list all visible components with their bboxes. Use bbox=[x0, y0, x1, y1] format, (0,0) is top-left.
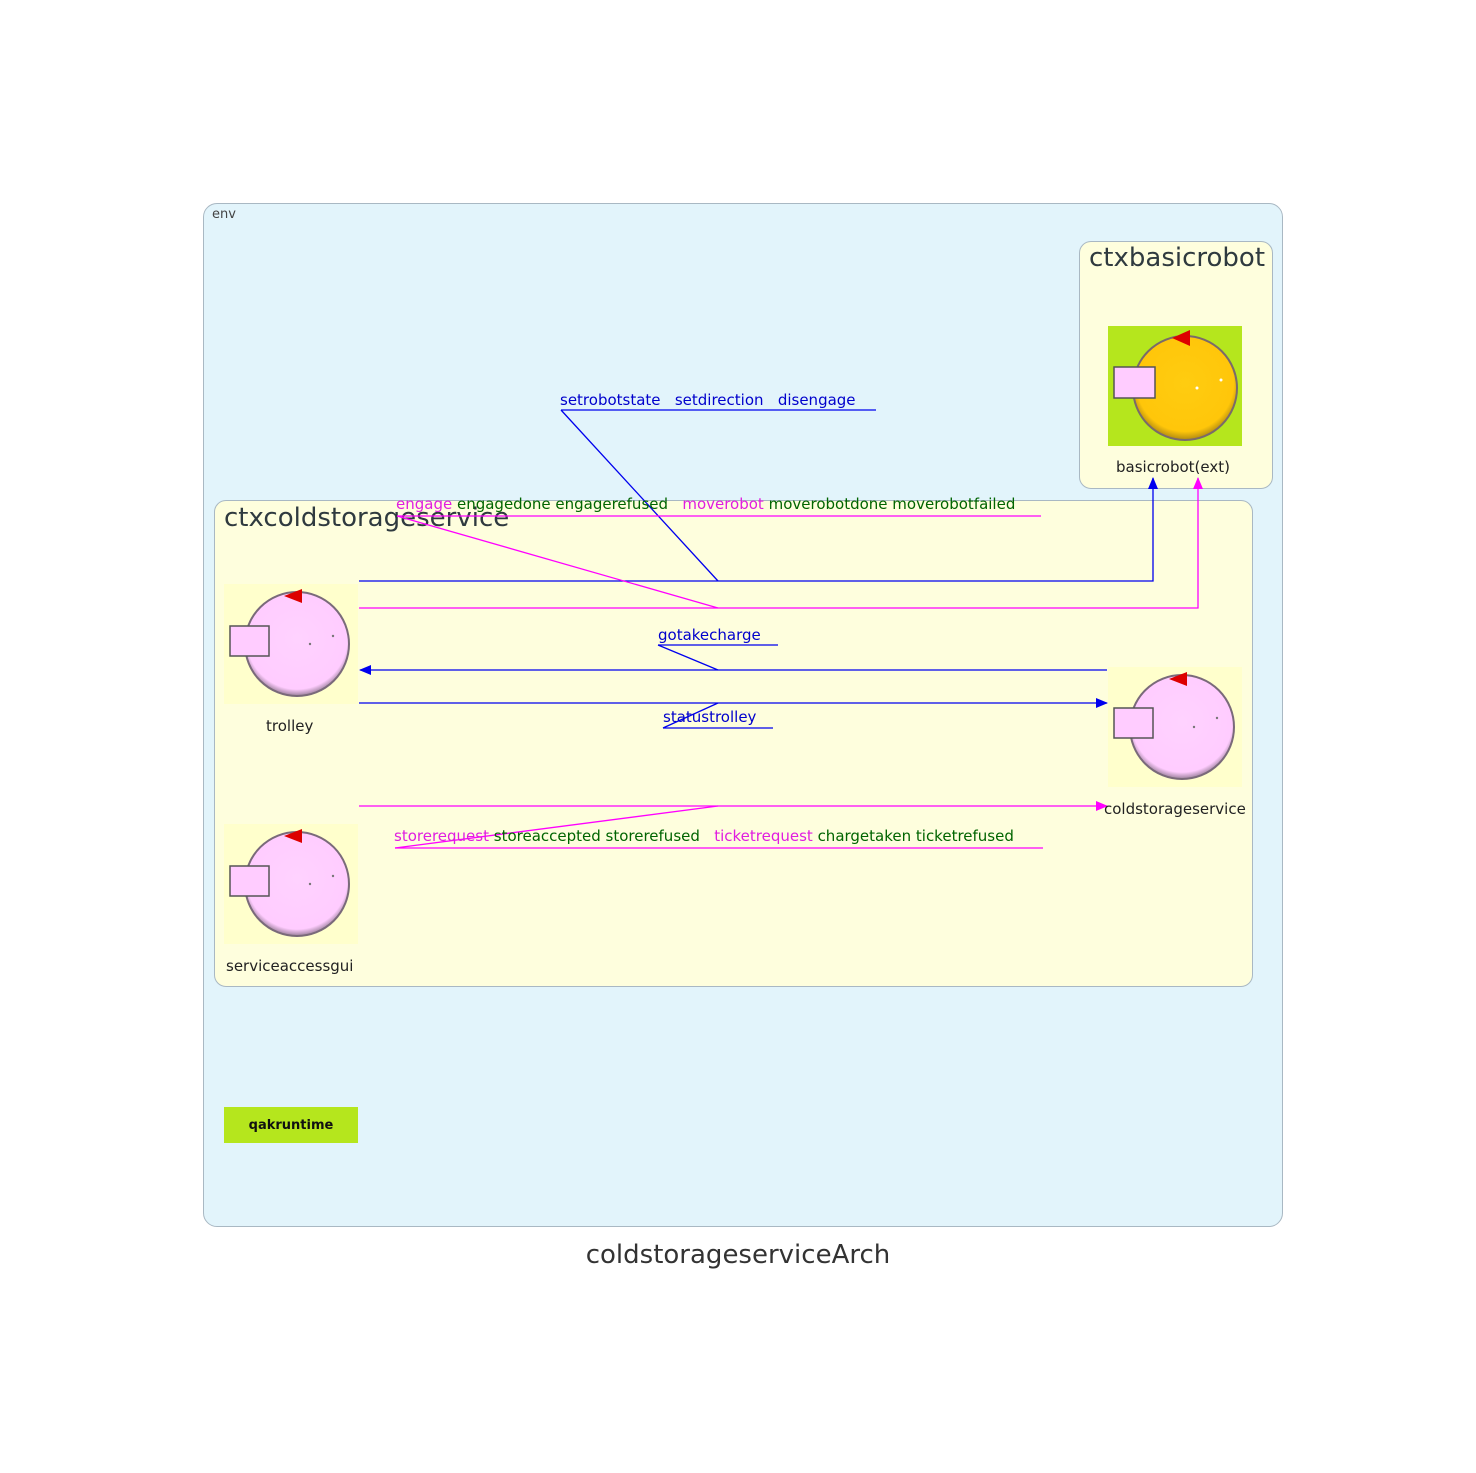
serviceaccessgui-icon bbox=[224, 824, 358, 944]
edge-serviceaccessgui-request bbox=[359, 801, 1108, 849]
msg-setrobotstate: setrobotstate bbox=[560, 391, 661, 409]
msg-engage: engage bbox=[396, 495, 453, 513]
msg-statustrolley: statustrolley bbox=[663, 708, 757, 726]
msg-storerequest: storerequest bbox=[394, 827, 489, 845]
msg-moverobot: moverobot bbox=[682, 495, 764, 513]
coldstorageservice-icon bbox=[1108, 667, 1242, 787]
edge-trolley-basicrobot-request bbox=[359, 477, 1203, 609]
context-basicrobot-title: ctxbasicrobot bbox=[1089, 243, 1266, 273]
msg-storerequest-replies: storeaccepted storerefused bbox=[493, 827, 700, 845]
msg-ticketrequest-replies: chargetaken ticketrefused bbox=[817, 827, 1014, 845]
msg-setdirection: setdirection bbox=[674, 391, 764, 409]
msg-engage-replies: engagedone engagerefused bbox=[456, 495, 669, 513]
trolley-icon bbox=[224, 584, 358, 704]
edge-gotakecharge bbox=[359, 644, 1107, 675]
qakruntime-node: qakruntime bbox=[224, 1107, 358, 1143]
edge-label-robot-request: engage engagedone engagerefused moverobo… bbox=[396, 495, 1015, 513]
context-coldstorage-title: ctxcoldstorageservice bbox=[224, 503, 510, 533]
coldstorageservice-label: coldstorageservice bbox=[1104, 800, 1246, 818]
environment-label: env bbox=[212, 207, 236, 222]
msg-ticketrequest: ticketrequest bbox=[714, 827, 813, 845]
msg-moverobot-replies: moverobotdone moverobotfailed bbox=[768, 495, 1016, 513]
serviceaccessgui-label: serviceaccessgui bbox=[226, 957, 354, 975]
edge-label-service-request: storerequest storeaccepted storerefused … bbox=[394, 827, 1014, 845]
edge-label-robot-dispatch: setrobotstate setdirection disengage bbox=[560, 391, 856, 409]
trolley-label: trolley bbox=[266, 717, 314, 735]
diagram-title: coldstorageserviceArch bbox=[585, 1240, 891, 1270]
qakruntime-label: qakruntime bbox=[248, 1117, 334, 1133]
msg-gotakecharge: gotakecharge bbox=[658, 626, 761, 644]
basicrobot-icon bbox=[1108, 326, 1242, 446]
basicrobot-label: basicrobot(ext) bbox=[1116, 458, 1230, 476]
msg-disengage: disengage bbox=[777, 391, 856, 409]
edge-statustrolley bbox=[359, 698, 1108, 729]
